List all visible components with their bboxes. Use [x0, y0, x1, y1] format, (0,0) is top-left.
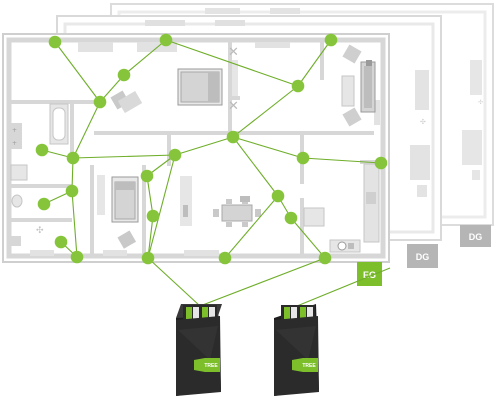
mesh-link: [296, 267, 391, 307]
mesh-node: [66, 151, 80, 165]
mesh-node: [140, 169, 154, 183]
svg-text:✣: ✣: [420, 118, 426, 126]
bedroom-furniture: [110, 68, 223, 114]
mesh-node: [271, 189, 285, 203]
device-label: TREE: [204, 363, 218, 369]
device-label: TREE: [302, 363, 316, 369]
mesh-link: [302, 157, 382, 164]
mesh-link: [54, 41, 101, 103]
mesh-node: [374, 156, 388, 170]
mesh-node: [318, 251, 332, 265]
bathroom-top-left: + +: [10, 103, 69, 149]
mesh-link: [232, 136, 304, 159]
mesh-node: [65, 184, 79, 198]
mesh-link: [147, 154, 176, 259]
mesh-node: [35, 143, 49, 157]
mesh-link: [71, 190, 78, 258]
mesh-link: [123, 39, 167, 76]
mesh-node: [48, 35, 62, 49]
mesh-link: [297, 39, 332, 87]
fan-icons: ✕ ✕: [228, 45, 239, 114]
floor-tag-bg: [460, 225, 491, 247]
floor-tag-bg: [407, 244, 438, 268]
mesh-nodes: [35, 33, 388, 265]
mesh-node: [226, 130, 240, 144]
mesh-node: [284, 211, 298, 225]
mesh-node: [70, 250, 84, 264]
svg-text:✕: ✕: [228, 45, 239, 60]
mesh-node: [54, 235, 68, 249]
floor-tag-bg: [357, 262, 382, 286]
mesh-link: [72, 154, 176, 159]
floor-tag-dg-middle: DG: [407, 244, 438, 268]
mesh-link: [290, 217, 326, 259]
floor-tag-eg: EG: [357, 262, 382, 286]
svg-text:✕: ✕: [228, 99, 239, 114]
mesh-link: [232, 136, 279, 197]
floor-tag-label: EG: [363, 270, 376, 280]
dining-table: [213, 196, 261, 227]
kitchen-furniture: [303, 163, 380, 253]
floor-tag-label: DG: [469, 232, 483, 242]
floor-tag-dg-back: DG: [460, 225, 491, 247]
mesh-node: [146, 209, 160, 223]
mesh-node: [93, 95, 107, 109]
mesh-node: [291, 79, 305, 93]
mesh-node: [159, 33, 173, 47]
gateway-device-left: TREE: [176, 304, 222, 396]
mesh-link: [147, 215, 154, 259]
mesh-link: [199, 257, 326, 307]
mesh-node: [168, 148, 182, 162]
mesh-node: [117, 68, 131, 82]
svg-text:+: +: [12, 140, 17, 147]
mesh-node: [37, 197, 51, 211]
mesh-node: [141, 251, 155, 265]
mesh-links: [41, 39, 391, 307]
mesh-node: [324, 33, 338, 47]
mesh-link: [174, 136, 234, 156]
mesh-node: [218, 251, 232, 265]
mesh-link: [224, 195, 279, 259]
svg-text:✣: ✣: [478, 99, 483, 106]
mesh-link: [165, 39, 299, 87]
mesh-link: [147, 257, 201, 307]
svg-text:✣: ✣: [36, 226, 44, 236]
floor-tag-label: DG: [416, 252, 430, 262]
mesh-node: [296, 151, 310, 165]
left-rooms: ✣: [10, 164, 44, 246]
second-bedroom-furniture: [97, 175, 192, 249]
svg-text:+: +: [12, 127, 17, 134]
living-room-furniture: [341, 44, 376, 127]
mesh-link: [146, 175, 154, 217]
mesh-link: [72, 101, 101, 159]
gateway-device-right: TREE: [274, 304, 319, 396]
mesh-link: [232, 85, 299, 138]
